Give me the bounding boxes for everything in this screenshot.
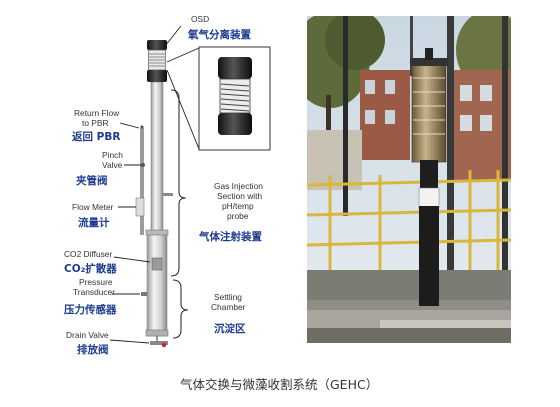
gas-injection-label-line3: pH/temp (222, 201, 254, 211)
figure-caption: 气体交换与微藻收割系统（GEHC） (180, 377, 378, 392)
return-tube-top (140, 125, 144, 129)
co2-diffuser-ring (151, 257, 163, 271)
flow-meter-label-cn: 流量计 (78, 216, 110, 229)
flow-meter-body (135, 197, 145, 217)
gas-injection-fitting (163, 193, 173, 196)
osd-label-cn: 氧气分离装置 (187, 28, 251, 41)
settling-chamber-label-line1: Settling (214, 292, 242, 302)
gas-injection-label-line2: Section with (217, 191, 262, 201)
chamber-collar-bottom (145, 329, 169, 337)
settling-chamber-label-line2: Chamber (211, 302, 246, 312)
return-flow-label-cn: 返回 PBR (72, 130, 120, 143)
pressure-transducer-port (141, 292, 147, 296)
flow-meter-label: Flow Meter (72, 202, 114, 212)
gas-injection-label-cn: 气体注射装置 (198, 230, 262, 243)
main-tube (150, 81, 164, 235)
osd-bottom-cap (147, 70, 167, 82)
apparatus-diagram: OSD Return Flow to PBR Pinch Valve Flow … (64, 14, 271, 356)
osd-label: OSD (191, 14, 209, 24)
drain-valve-label-cn: 排放阀 (77, 343, 109, 356)
pinch-valve-label-line2: Valve (102, 160, 123, 170)
pressure-transducer-label-line1: Pressure (79, 277, 113, 287)
drain-valve-label: Drain Valve (66, 330, 109, 340)
pressure-transducer-label-cn: 压力传感器 (64, 303, 117, 316)
drain-valve-handle (161, 342, 167, 348)
return-flow-label-line1: Return Flow (74, 108, 120, 118)
co2-diffuser-label: CO2 Diffuser (64, 249, 112, 259)
pinch-valve-label-cn: 夹管阀 (76, 174, 108, 187)
osd-zoom-cap-top (218, 57, 252, 79)
gas-injection-label-line1: Gas Injection (214, 181, 263, 191)
settling-chamber-bracket (172, 279, 189, 339)
osd-cap (147, 40, 167, 50)
co2-diffuser-label-cn: CO₂扩散器 (64, 262, 117, 275)
pressure-transducer-label-line2: Transducer (73, 287, 115, 297)
gas-injection-label-line4: probe (227, 211, 249, 221)
pinch-valve-label-line1: Pinch (102, 150, 123, 160)
osd-zoom-cap-bottom (218, 113, 252, 135)
drain-valve-body (150, 341, 168, 345)
settling-chamber-label-cn: 沉淀区 (214, 322, 246, 335)
chamber-collar-top (145, 229, 169, 236)
gas-injection-bracket (170, 89, 187, 277)
installation-photo (307, 16, 511, 343)
return-flow-label-line2: to PBR (82, 118, 109, 128)
settling-chamber (146, 231, 168, 337)
pinch-valve-knob (141, 163, 145, 167)
